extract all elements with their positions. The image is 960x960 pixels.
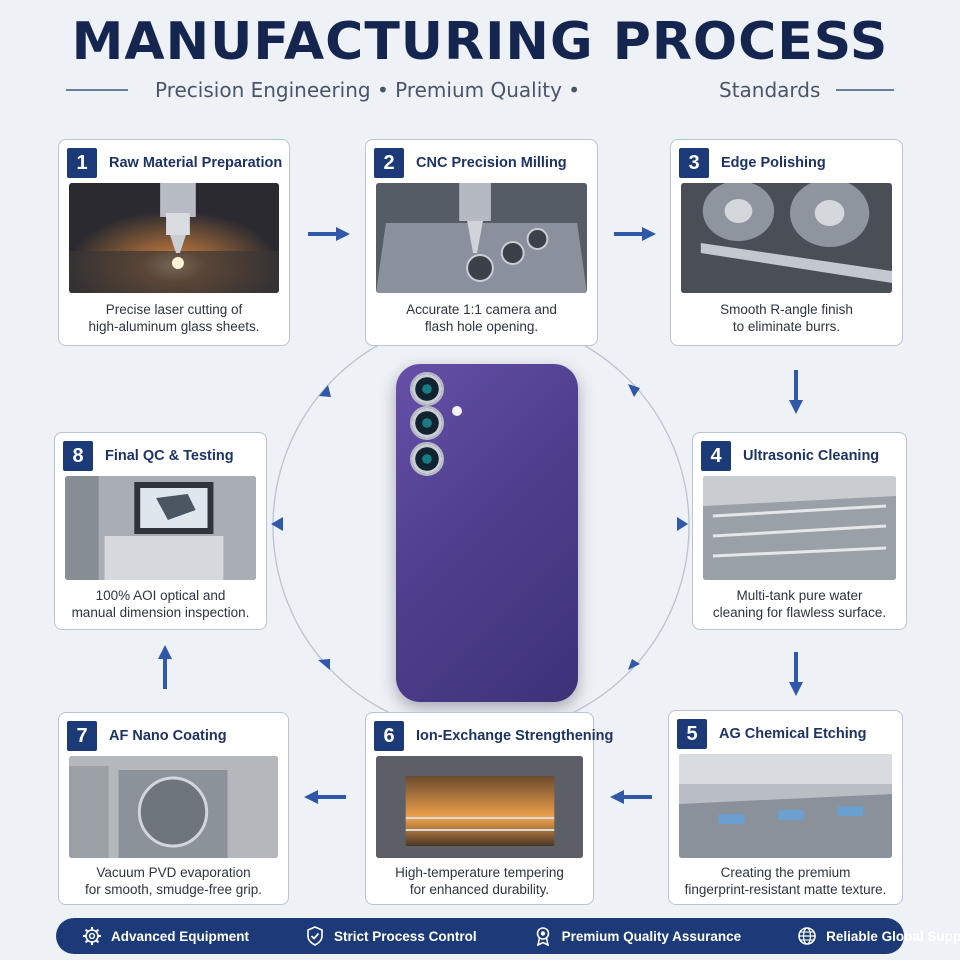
step-desc-line: Accurate 1:1 camera and xyxy=(406,302,557,317)
step-card-4: 4 Ultrasonic Cleaning Multi-tank pure wat… xyxy=(692,432,907,630)
step-number: 7 xyxy=(67,721,97,751)
arrow-down-icon xyxy=(788,652,804,696)
step-title: AF Nano Coating xyxy=(109,728,227,744)
step-title: Raw Material Preparation xyxy=(109,155,283,171)
step-title: CNC Precision Milling xyxy=(416,155,567,171)
step-number: 2 xyxy=(374,148,404,178)
cycle-arrowhead xyxy=(628,384,640,397)
footer-item: Strict Process Control xyxy=(305,926,477,946)
step-desc-line: high-aluminum glass sheets. xyxy=(88,319,260,334)
subtitle-rule-right xyxy=(836,89,894,91)
footer-label: Premium Quality Assurance xyxy=(561,928,742,944)
step-desc-line: for smooth, smudge-free grip. xyxy=(84,882,263,897)
footer-label: Strict Process Control xyxy=(334,928,477,944)
step-desc-line: Creating the premium xyxy=(720,865,851,880)
ultrasonic-tanks-photo xyxy=(703,476,896,580)
arrow-down-icon xyxy=(788,370,804,414)
step-number: 3 xyxy=(679,148,709,178)
arrow-up-icon xyxy=(157,645,173,689)
subtitle-rule-left xyxy=(66,89,128,91)
cycle-arrowhead xyxy=(677,517,688,531)
footer-label: Reliable Global Supply xyxy=(826,928,960,944)
footer-label: Advanced Equipment xyxy=(111,928,250,944)
step-number: 4 xyxy=(701,441,731,471)
step-desc-line: High-temperature tempering xyxy=(395,865,564,880)
cycle-arrowhead xyxy=(318,659,330,670)
step-number: 5 xyxy=(677,719,707,749)
step-desc-line: for enhanced durability. xyxy=(409,882,550,897)
phone-back-cover xyxy=(396,364,578,702)
step-title: Ultrasonic Cleaning xyxy=(743,448,880,464)
step-number: 6 xyxy=(374,721,404,751)
step-number: 1 xyxy=(67,148,97,178)
step-card-5: 5 AG Chemical Etching Creating the premiu… xyxy=(668,710,903,905)
step-desc-line: flash hole opening. xyxy=(424,319,539,334)
aoi-inspection-photo xyxy=(65,476,256,580)
step-title: AG Chemical Etching xyxy=(719,726,867,742)
tempering-furnace-photo xyxy=(376,756,583,858)
footer-item: Advanced Equipment xyxy=(82,926,249,946)
step-desc-line: Multi-tank pure water xyxy=(736,588,863,603)
arrow-right-icon xyxy=(614,226,656,242)
step-number: 8 xyxy=(63,441,93,471)
step-card-6: 6 Ion-Exchange Strengthening High-tempera… xyxy=(365,712,613,905)
camera-lens xyxy=(410,372,444,406)
arrow-left-icon xyxy=(304,789,346,805)
step-desc-line: Smooth R-angle finish xyxy=(720,302,853,317)
award-ribbon-icon xyxy=(536,927,549,946)
step-desc-line: 100% AOI optical and xyxy=(95,588,226,603)
step-card-8: 8 Final QC & Testing 100% AOI optical and… xyxy=(54,432,267,630)
cnc-milling-photo xyxy=(376,183,587,293)
camera-flash xyxy=(452,406,462,416)
page-title: MANUFACTURING PROCESS xyxy=(71,12,889,72)
shield-check-icon xyxy=(307,926,323,946)
step-card-3: 3 Edge Polishing Smooth R-angle finish to … xyxy=(670,139,903,346)
footer-item: Premium Quality Assurance xyxy=(533,926,742,946)
step-desc-line: manual dimension inspection. xyxy=(71,605,250,620)
footer-banner: Advanced Equipment Strict Process Contro… xyxy=(56,918,960,954)
cycle-arrowhead xyxy=(271,517,283,531)
step-card-1: 1 Raw Material Preparation Precise laser … xyxy=(58,139,290,346)
laser-cutting-photo xyxy=(69,183,279,293)
step-desc-line: Vacuum PVD evaporation xyxy=(96,865,251,880)
step-desc-line: fingerprint-resistant matte texture. xyxy=(684,882,887,897)
subtitle-left: Precision Engineering • Premium Quality … xyxy=(155,78,581,102)
edge-polishing-photo xyxy=(681,183,892,293)
subtitle-right: Standards xyxy=(719,78,821,102)
camera-lens xyxy=(410,442,444,476)
arrow-left-icon xyxy=(610,789,652,805)
chemical-etching-line-photo xyxy=(679,754,892,858)
cycle-arrowhead xyxy=(319,385,331,397)
footer-item: Reliable Global Supply xyxy=(797,926,960,946)
step-desc-line: to eliminate burrs. xyxy=(732,319,841,334)
step-card-2: 2 CNC Precision Milling Accurate 1:1 came… xyxy=(365,139,598,346)
globe-icon xyxy=(798,927,816,945)
camera-lens xyxy=(410,406,444,440)
step-desc-line: cleaning for flawless surface. xyxy=(712,605,887,620)
step-desc-line: Precise laser cutting of xyxy=(105,302,243,317)
gear-icon xyxy=(83,927,101,945)
step-title: Final QC & Testing xyxy=(105,448,234,464)
arrow-right-icon xyxy=(308,226,350,242)
pvd-coating-chamber-photo xyxy=(69,756,278,858)
step-title: Ion-Exchange Strengthening xyxy=(416,728,614,744)
step-card-7: 7 AF Nano Coating Vacuum PVD evaporation f… xyxy=(58,712,289,905)
cycle-arrowhead xyxy=(628,659,640,670)
step-title: Edge Polishing xyxy=(721,155,826,171)
